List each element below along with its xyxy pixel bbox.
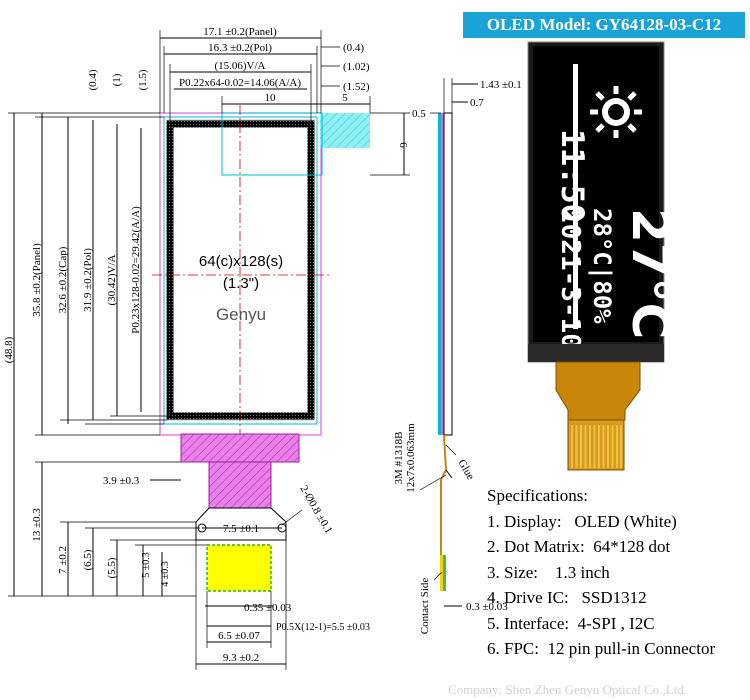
svg-text:3.9 ±0.3: 3.9 ±0.3 (103, 475, 140, 487)
svg-text:7.5 ±0.1: 7.5 ±0.1 (223, 523, 259, 535)
screen-time: 11:50 (554, 129, 590, 222)
screen-reading: 28°C|80% (588, 208, 616, 324)
svg-text:16.3 ±0.2(Pol): 16.3 ±0.2(Pol) (208, 42, 272, 54)
model-title-banner: OLED Model: GY64128-03-C12 (463, 12, 745, 38)
specifications: Specifications: 1. Display: OLED (White)… (487, 483, 749, 662)
svg-text:(0.4): (0.4) (87, 69, 99, 90)
sun-icon (590, 86, 642, 138)
svg-text:2-Ø0.8 ±0.1: 2-Ø0.8 ±0.1 (297, 484, 334, 536)
svg-text:0.35 ±0.03: 0.35 ±0.03 (244, 602, 292, 614)
polarizer-outline (163, 116, 318, 425)
connector-pad (206, 544, 272, 592)
tape-label: 3M #1318B (393, 432, 405, 485)
svg-text:(1): (1) (111, 73, 123, 86)
fpc-dimensions: 3.9 ±0.3 13 ±0.3 7 ±0.2 (6.5) (5.5) 5 ±0… (31, 461, 370, 670)
brand-label: Genyu (216, 305, 266, 324)
svg-text:0.5: 0.5 (412, 108, 426, 120)
svg-text:6.5 ±0.07: 6.5 ±0.07 (218, 630, 260, 642)
svg-text:(5.5): (5.5) (106, 557, 118, 578)
svg-text:10: 10 (265, 92, 277, 104)
fpc (180, 433, 300, 596)
side-view: 1.43 ±0.1 0.5 0.7 0.3 ±0.03 3M #1318B 12… (393, 78, 522, 634)
svg-text:31.9 ±0.2(Pol): 31.9 ±0.2(Pol) (82, 248, 94, 312)
tape-size: 12x7x0.063mm (405, 423, 417, 493)
screen-temperature: 27°C (621, 208, 679, 339)
svg-text:5: 5 (342, 92, 348, 104)
oled-module-photo: 11:50 2021-3-10 28°C|80% 27°C (527, 41, 679, 471)
model-title: OLED Model: GY64128-03-C12 (486, 15, 722, 34)
spec-item: 1. Display: OLED (White) (487, 511, 677, 531)
svg-text:(0.4): (0.4) (343, 42, 364, 54)
left-dimensions: (48.8) 35.8 ±0.2(Panel) 32.6 ±0.2(Cap) 3… (3, 69, 196, 597)
svg-text:P0.23x128-0.02=29.42(A/A): P0.23x128-0.02=29.42(A/A) (130, 206, 142, 334)
spec-item: 2. Dot Matrix: 64*128 dot (487, 537, 671, 556)
svg-text:4 ±0.3: 4 ±0.3 (160, 561, 171, 587)
svg-text:1.43 ±0.1: 1.43 ±0.1 (480, 79, 522, 91)
screen-date: 2021-3-10 (555, 208, 585, 349)
svg-text:(15.06)V/A: (15.06)V/A (214, 60, 265, 72)
svg-text:0.7: 0.7 (470, 97, 484, 109)
svg-text:9.3 ±0.2: 9.3 ±0.2 (223, 652, 259, 664)
spec-item: 6. FPC: 12 pin pull-in Connector (487, 639, 716, 658)
svg-text:(30.42)V/A: (30.42)V/A (106, 254, 118, 305)
svg-text:32.6 ±0.2(Cap): 32.6 ±0.2(Cap) (57, 246, 69, 313)
size-label: (1.3") (223, 275, 259, 292)
svg-text:(1.52): (1.52) (343, 81, 370, 93)
svg-text:35.8 ±0.2(Panel): 35.8 ±0.2(Panel) (31, 243, 43, 317)
svg-text:13 ±0.3: 13 ±0.3 (31, 508, 43, 542)
svg-text:(48.8): (48.8) (3, 336, 15, 363)
specs-heading: Specifications: (487, 486, 589, 505)
glue-label: Glue (455, 458, 476, 483)
svg-text:0.3 ±0.03: 0.3 ±0.03 (466, 601, 508, 613)
svg-text:P0.5X(12-1)=5.5 ±0.03: P0.5X(12-1)=5.5 ±0.03 (276, 622, 370, 633)
svg-text:(6.5): (6.5) (82, 549, 94, 570)
svg-text:17.1 ±0.2(Panel): 17.1 ±0.2(Panel) (203, 26, 277, 38)
contact-side-label: Contact Side (419, 578, 431, 635)
spec-item: 4. Drive IC: SSD1312 (487, 588, 647, 607)
active-area-border (166, 120, 315, 420)
svg-text:(1.02): (1.02) (343, 61, 370, 73)
company-footer: Company: Shen Zhen Genyu Optical Co.,Ltd… (448, 682, 688, 697)
svg-text:(1.5): (1.5) (137, 69, 149, 90)
spec-item: 5. Interface: 4-SPI , I2C (487, 613, 655, 633)
svg-text:7 ±0.2: 7 ±0.2 (57, 546, 69, 574)
svg-text:5 ±0.3: 5 ±0.3 (141, 552, 152, 578)
front-view: 64(c)x128(s) (1.3") Genyu 17.1 ±0 (3, 26, 410, 670)
matrix-label: 64(c)x128(s) (199, 253, 283, 270)
svg-text:P0.22x64-0.02=14.06(A/A): P0.22x64-0.02=14.06(A/A) (179, 77, 301, 89)
top-dimensions: 17.1 ±0.2(Panel) 16.3 ±0.2(Pol) (15.06)V… (159, 26, 410, 176)
svg-text:6: 6 (397, 142, 409, 148)
spec-item: 3. Size: 1.3 inch (487, 562, 610, 582)
bonding-area (320, 113, 370, 148)
fpc-pins (571, 425, 622, 468)
